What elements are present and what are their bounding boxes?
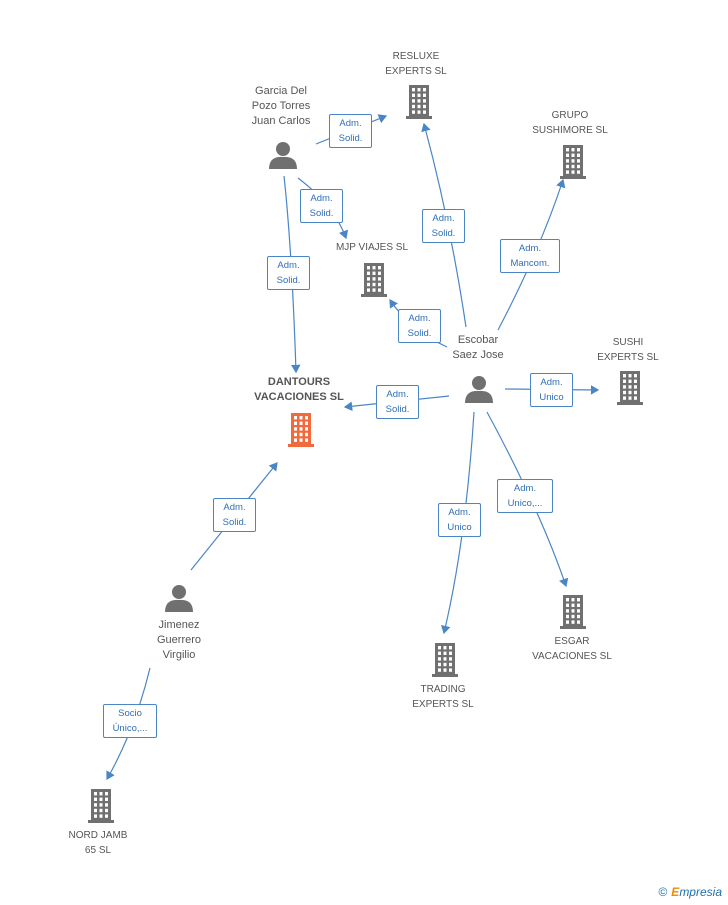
node-label-trading[interactable]: TRADING EXPERTS SL	[412, 684, 474, 710]
brand-logo-text: mpresia	[679, 885, 722, 899]
node-label-grupo[interactable]: GRUPO SUSHIMORE SL	[532, 110, 608, 136]
edge-label-jimenez-dantours: Adm. Solid.	[213, 498, 256, 532]
edge-label-escobar-grupo: Adm. Mancom.	[500, 239, 560, 273]
building-icon-sushi[interactable]	[617, 371, 643, 405]
person-icon-garcia[interactable]	[269, 142, 297, 169]
edge-label-escobar-esgar: Adm. Unico,...	[497, 479, 553, 513]
building-icon-dantours[interactable]	[288, 413, 314, 447]
copyright-icon: ©	[658, 885, 668, 899]
brand-footer: ©Empresia	[658, 885, 722, 899]
edge-label-escobar-trading: Adm. Unico	[438, 503, 481, 537]
edge-label-escobar-resluxe: Adm. Solid.	[422, 209, 465, 243]
person-icon-jimenez[interactable]	[165, 585, 193, 612]
building-icon-nord[interactable]	[88, 789, 114, 823]
edge-label-jimenez-nord: Socio Único,...	[103, 704, 157, 738]
building-icon-trading[interactable]	[432, 643, 458, 677]
edge-label-escobar-sushi: Adm. Unico	[530, 373, 573, 407]
node-label-garcia[interactable]: Garcia Del Pozo Torres Juan Carlos	[251, 85, 311, 127]
building-icon-grupo[interactable]	[560, 145, 586, 179]
edge-label-escobar-mjp: Adm. Solid.	[398, 309, 441, 343]
edge-label-garcia-mjp: Adm. Solid.	[300, 189, 343, 223]
building-icon-esgar[interactable]	[560, 595, 586, 629]
node-label-nord[interactable]: NORD JAMB 65 SL	[68, 830, 128, 856]
edge-label-garcia-resluxe: Adm. Solid.	[329, 114, 372, 148]
node-label-mjp[interactable]: MJP VIAJES SL	[335, 242, 409, 253]
building-icon-mjp[interactable]	[361, 263, 387, 297]
node-label-jimenez[interactable]: Jimenez Guerrero Virgilio	[156, 619, 202, 661]
node-label-escobar[interactable]: Escobar Saez Jose	[452, 334, 504, 361]
brand-logo-initial: E	[671, 885, 680, 899]
building-icon-resluxe[interactable]	[406, 85, 432, 119]
edge-label-escobar-dantours: Adm. Solid.	[376, 385, 419, 419]
node-label-resluxe[interactable]: RESLUXE EXPERTS SL	[385, 51, 447, 77]
node-label-dantours[interactable]: DANTOURS VACACIONES SL	[254, 376, 344, 403]
node-label-esgar[interactable]: ESGAR VACACIONES SL	[532, 636, 612, 662]
person-icon-escobar[interactable]	[465, 376, 493, 403]
edge-label-garcia-dantours: Adm. Solid.	[267, 256, 310, 290]
node-label-sushi[interactable]: SUSHI EXPERTS SL	[597, 337, 659, 363]
